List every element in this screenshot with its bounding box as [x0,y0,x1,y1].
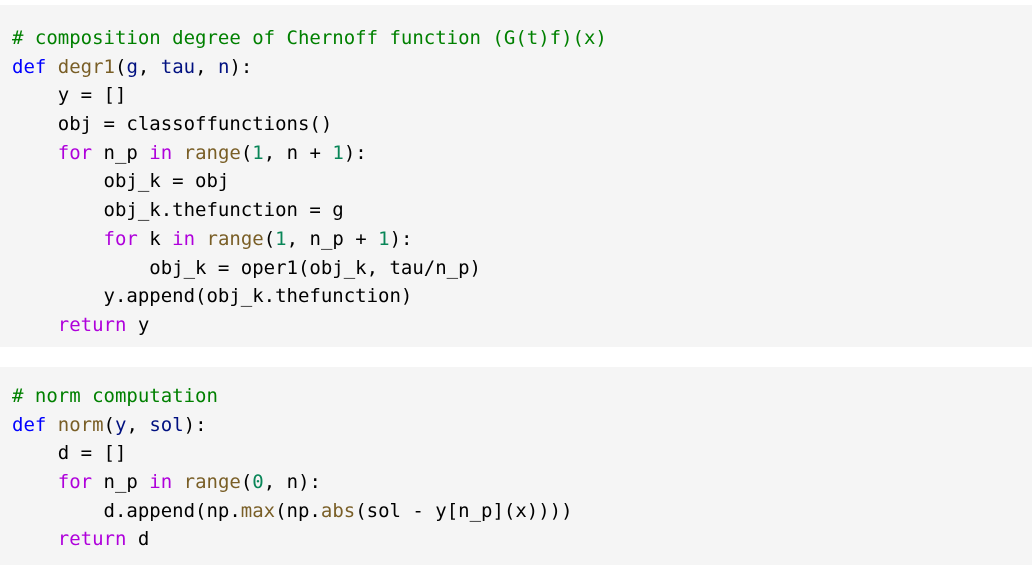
code-text: , n + [263,141,333,164]
code-number: 1 [332,141,344,164]
code-text [12,314,58,336]
code-comment: # composition degree of Chernoff functio… [12,27,607,49]
code-control-keyword: for [57,141,93,164]
code-text [12,142,58,164]
code-text: ): [343,141,367,164]
code-keyword: def [12,55,47,78]
code-line: obj_k = obj [12,167,1032,196]
code-text: obj_k = oper1(obj_k, tau/n_p) [12,256,481,279]
code-text: y = [] [12,84,127,107]
code-control-keyword: for [57,471,93,494]
code-control-keyword: in [149,141,173,164]
code-parameter: sol [149,413,184,436]
code-text: (sol - y[n_p](x)))) [355,499,573,522]
code-text: n_p [92,141,150,164]
code-cell-degr1[interactable]: # composition degree of Chernoff functio… [0,5,1032,347]
code-parameter: n [218,55,230,78]
code-text [12,528,58,550]
code-text: k [137,227,173,250]
code-text: y [126,313,150,336]
code-text: ): [389,227,413,250]
code-text: , [137,55,161,78]
code-text: ( [103,413,115,436]
code-text: ): [229,55,253,78]
code-line: def norm(y, sol): [12,411,1032,440]
code-text [46,56,57,78]
code-text: ( [263,227,276,250]
code-text [195,228,206,250]
code-line: obj = classoffunctions() [12,110,1032,139]
code-line: def degr1(g, tau, n): [12,53,1032,82]
code-text: n_p [92,471,150,494]
code-text: obj_k = obj [12,170,230,193]
code-line: return d [12,525,1032,554]
code-parameter: y [115,413,127,436]
code-text: obj = classoffunctions() [12,113,333,136]
code-line: y = [] [12,81,1032,110]
code-text: obj_k.thefunction = g [12,199,344,222]
code-line: for k in range(1, n_p + 1): [12,225,1032,254]
code-number: 1 [275,227,287,250]
code-text: d [126,528,150,551]
code-text [12,228,104,250]
code-keyword: def [12,413,47,436]
code-line: d.append(np.max(np.abs(sol - y[n_p](x)))… [12,497,1032,526]
code-text: ( [240,141,253,164]
code-line: # composition degree of Chernoff functio… [12,24,1032,53]
code-control-keyword: for [103,227,138,250]
code-text: ): [183,413,207,436]
code-parameter: tau [160,55,196,78]
code-control-keyword: return [57,313,127,336]
code-number: 1 [252,141,264,164]
code-control-keyword: in [172,227,196,250]
code-function-name: norm [57,413,104,436]
code-text: y.append(obj_k.thefunction) [12,285,413,308]
code-text: , [195,55,218,78]
code-text: d = [] [12,442,127,465]
code-control-keyword: return [57,528,127,551]
code-line: y.append(obj_k.thefunction) [12,282,1032,311]
code-builtin: max [240,499,276,522]
code-function-name: degr1 [57,55,115,78]
code-text: , n_p + [286,227,379,250]
code-line: obj_k.thefunction = g [12,196,1032,225]
code-line: return y [12,311,1032,340]
code-text: ( [114,55,127,78]
code-text [12,471,58,493]
code-text: , [126,413,150,436]
code-builtin: abs [320,499,356,522]
code-number: 1 [378,227,390,250]
code-text [172,142,183,164]
code-text [172,471,183,493]
code-number: 0 [252,471,264,494]
code-control-keyword: in [149,471,173,494]
code-text: d.append(np. [12,499,241,522]
code-comment: # norm computation [12,385,218,407]
code-line: for n_p in range(1, n + 1): [12,139,1032,168]
code-builtin: range [206,227,264,250]
code-line: for n_p in range(0, n): [12,468,1032,497]
code-builtin: range [183,471,241,494]
code-parameter: g [126,55,138,78]
code-builtin: range [183,141,241,164]
code-line: obj_k = oper1(obj_k, tau/n_p) [12,254,1032,283]
code-text [46,414,57,436]
code-text: , n): [263,471,321,494]
code-line: # norm computation [12,382,1032,411]
code-line: d = [] [12,439,1032,468]
code-text: ( [240,471,253,494]
code-text: (np. [275,499,321,522]
